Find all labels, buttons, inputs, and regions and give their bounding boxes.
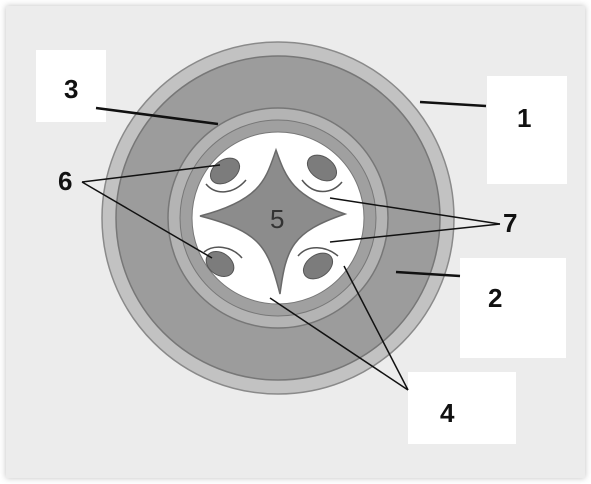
label-3: 3 <box>64 76 78 102</box>
label-6: 6 <box>58 168 72 194</box>
label-1: 1 <box>517 105 531 131</box>
label-5: 5 <box>270 206 284 232</box>
label-2: 2 <box>488 285 502 311</box>
label-7: 7 <box>503 210 517 236</box>
label-4: 4 <box>440 400 454 426</box>
leader-1 <box>420 102 486 106</box>
